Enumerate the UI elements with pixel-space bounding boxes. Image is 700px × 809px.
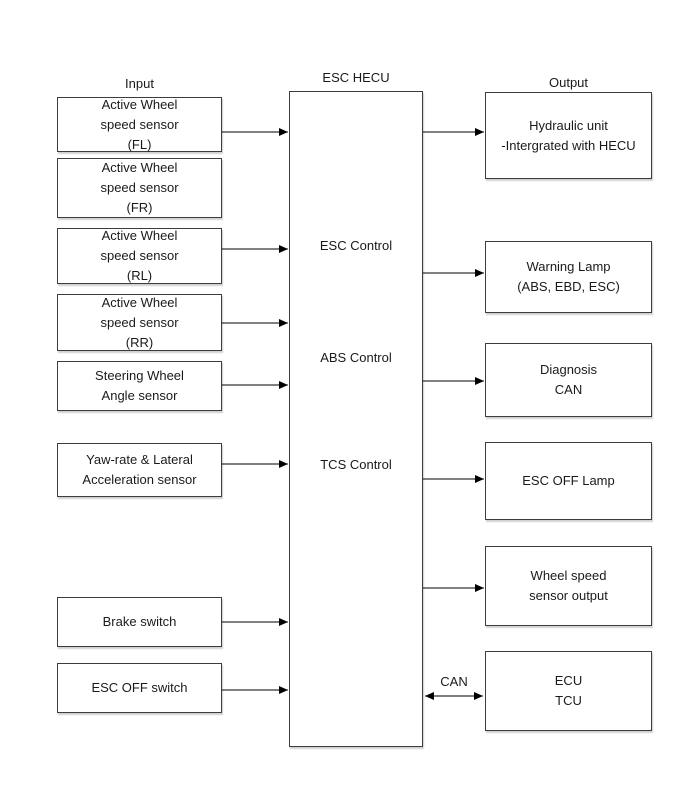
input-box-wss-fr: Active Wheel speed sensor (FR) xyxy=(57,158,222,218)
output-box-warning-lamp: Warning Lamp (ABS, EBD, ESC) xyxy=(485,241,652,313)
output-box-wheel-speed-output: Wheel speed sensor output xyxy=(485,546,652,626)
output-box-ecu-tcu: ECU TCU xyxy=(485,651,652,731)
hecu-tcs-control-label: TCS Control xyxy=(320,457,392,472)
column-label-input: Input xyxy=(125,76,154,91)
box-text-line: (RL) xyxy=(126,268,153,283)
box-text-line: TCU xyxy=(555,693,582,708)
box-text-line: Hydraulic unit xyxy=(529,117,608,133)
box-text-line: (FR) xyxy=(126,200,153,215)
column-label-output: Output xyxy=(548,75,589,90)
box-text-line: Acceleration sensor xyxy=(82,472,197,487)
hecu-abs-control-label: ABS Control xyxy=(320,350,392,365)
output-box-diagnosis-can: Diagnosis CAN xyxy=(485,343,652,417)
box-text-line: Wheel speed xyxy=(530,568,607,583)
input-box-wss-rr: Active Wheel speed sensor (RR) xyxy=(57,294,222,351)
box-text-line: Active Wheel xyxy=(101,96,178,112)
box-text-line: speed sensor xyxy=(100,116,179,132)
box-text-line: (RR) xyxy=(125,334,154,350)
output-box-hydraulic-unit: Hydraulic unit -Intergrated with HECU xyxy=(485,92,652,179)
box-text-line: (FL) xyxy=(127,136,152,152)
box-text-line: (ABS, EBD, ESC) xyxy=(517,279,620,294)
hecu-esc-control-label: ESC Control xyxy=(319,238,393,253)
input-box-steering-angle-sensor: Steering Wheel Angle sensor xyxy=(57,361,222,411)
box-text-line: ESC OFF switch xyxy=(91,680,188,695)
input-box-yaw-rate-sensor: Yaw-rate & Lateral Acceleration sensor xyxy=(57,443,222,497)
box-text-line: sensor output xyxy=(529,588,608,603)
input-box-esc-off-switch: ESC OFF switch xyxy=(57,663,222,713)
box-text-line: -Intergrated with HECU xyxy=(501,137,636,153)
box-text-line: Active Wheel xyxy=(101,160,178,175)
box-text-line: Yaw-rate & Lateral xyxy=(86,452,193,467)
input-box-wss-fl: Active Wheel speed sensor (FL) xyxy=(57,97,222,152)
box-text-line: ECU xyxy=(554,673,583,688)
can-label: CAN xyxy=(440,674,468,689)
box-text-line: speed sensor xyxy=(100,248,179,263)
box-text-line: Diagnosis xyxy=(539,362,598,377)
box-text-line: ESC OFF Lamp xyxy=(522,473,615,488)
hecu-title: ESC HECU xyxy=(322,70,390,85)
output-box-esc-off-lamp: ESC OFF Lamp xyxy=(485,442,652,520)
input-box-wss-rl: Active Wheel speed sensor (RL) xyxy=(57,228,222,284)
hecu-box xyxy=(289,91,423,747)
box-text-line: Active Wheel xyxy=(101,228,178,243)
box-text-line: Active Wheel xyxy=(101,294,178,310)
box-text-line: speed sensor xyxy=(100,180,179,195)
box-text-line: Steering Wheel xyxy=(95,368,184,383)
box-text-line: Brake switch xyxy=(102,614,177,629)
box-text-line: CAN xyxy=(554,382,583,397)
box-text-line: Warning Lamp xyxy=(526,259,611,274)
box-text-line: Angle sensor xyxy=(101,388,178,403)
box-text-line: speed sensor xyxy=(100,314,179,330)
input-box-brake-switch: Brake switch xyxy=(57,597,222,647)
